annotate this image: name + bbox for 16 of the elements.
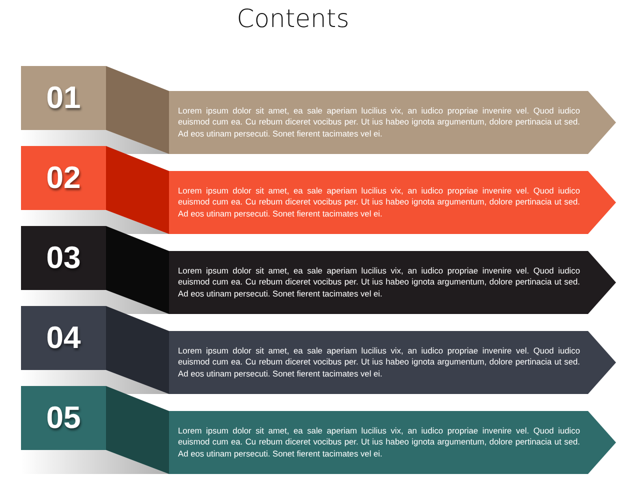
section-number: 05	[45, 400, 82, 436]
number-tile	[21, 386, 106, 450]
number-tile	[21, 146, 106, 210]
title: Contents	[236, 4, 350, 33]
number-tile	[21, 226, 106, 290]
description-text: Lorem ipsum dolor sit amet, ea sale aperiam lucilius vix, an iudico propriae invenire vel. Quod iudico euismod cum ea. Cu rebum diceret vocibus per. Ut ius habeo ignota argumentum, dolore pertinacia ut sed. Ad eos utinam persecuti. Sonet fierent tacimates vel ei.	[178, 265, 580, 300]
section-number: 01	[45, 80, 82, 116]
description-text: Lorem ipsum dolor sit amet, ea sale aperiam lucilius vix, an iudico propriae invenire vel. Quod iudico euismod cum ea. Cu rebum diceret vocibus per. Ut ius habeo ignota argumentum, dolore pertinacia ut sed. Ad eos utinam persecuti. Sonet fierent tacimates vel ei.	[178, 425, 580, 460]
number-tile	[21, 306, 106, 370]
number-tile	[21, 66, 106, 130]
section-number: 02	[45, 160, 82, 196]
description-text: Lorem ipsum dolor sit amet, ea sale aperiam lucilius vix, an iudico propriae invenire vel. Quod iudico euismod cum ea. Cu rebum diceret vocibus per. Ut ius habeo ignota argumentum, dolore pertinacia ut sed. Ad eos utinam persecuti. Sonet fierent tacimates vel ei.	[178, 345, 580, 380]
description-text: Lorem ipsum dolor sit amet, ea sale aperiam lucilius vix, an iudico propriae invenire vel. Quod iudico euismod cum ea. Cu rebum diceret vocibus per. Ut ius habeo ignota argumentum, dolore pertinacia ut sed. Ad eos utinam persecuti. Sonet fierent tacimates vel ei.	[178, 185, 580, 220]
description-text: Lorem ipsum dolor sit amet, ea sale aperiam lucilius vix, an iudico propriae invenire vel. Quod iudico euismod cum ea. Cu rebum diceret vocibus per. Ut ius habeo ignota argumentum, dolore pertinacia ut sed. Ad eos utinam persecuti. Sonet fierent tacimates vel ei.	[178, 105, 580, 140]
section-number: 03	[45, 240, 82, 276]
section-number: 04	[45, 320, 82, 356]
